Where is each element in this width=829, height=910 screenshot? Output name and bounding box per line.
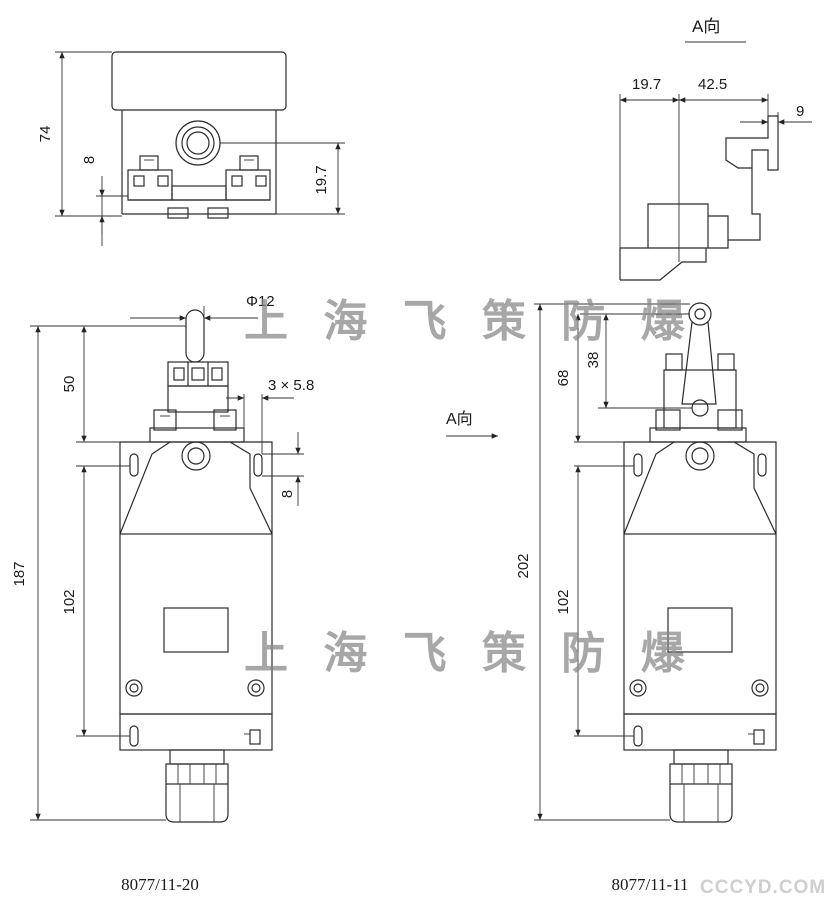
dim-right-102: 102	[555, 589, 572, 614]
top-view	[55, 51, 345, 246]
dim-phi-12: Φ12	[246, 293, 275, 310]
dim-left-50: 50	[61, 376, 78, 393]
a-view	[619, 94, 812, 281]
right-front-view	[534, 302, 777, 823]
dim-a-19-7: 19.7	[632, 76, 661, 93]
dim-a-9: 9	[796, 103, 804, 120]
a-direction-label: A向	[446, 410, 473, 428]
dim-right-68: 68	[555, 370, 572, 387]
dim-right-202: 202	[515, 553, 532, 578]
dim-74: 74	[37, 126, 54, 143]
dim-top-19-7: 19.7	[313, 165, 330, 194]
caption-left: 8077/11-20	[121, 875, 199, 894]
dim-right-38: 38	[585, 352, 602, 369]
dim-left-102: 102	[61, 589, 78, 614]
watermark-bottom: 上 海 飞 策 防 爆	[244, 628, 695, 679]
dim-top-8: 8	[81, 156, 98, 164]
watermark-corner: CCCYD.COM	[700, 877, 826, 898]
watermark-top: 上 海 飞 策 防 爆	[244, 296, 695, 347]
dim-left-187: 187	[11, 561, 28, 586]
left-front-view	[30, 306, 304, 823]
caption-right: 8077/11-11	[611, 875, 688, 894]
dim-a-42-5: 42.5	[698, 76, 727, 93]
dim-3x5-8: 3 × 5.8	[268, 377, 314, 394]
dim-left-8: 8	[279, 490, 296, 498]
view-a-title: A向	[692, 17, 720, 36]
